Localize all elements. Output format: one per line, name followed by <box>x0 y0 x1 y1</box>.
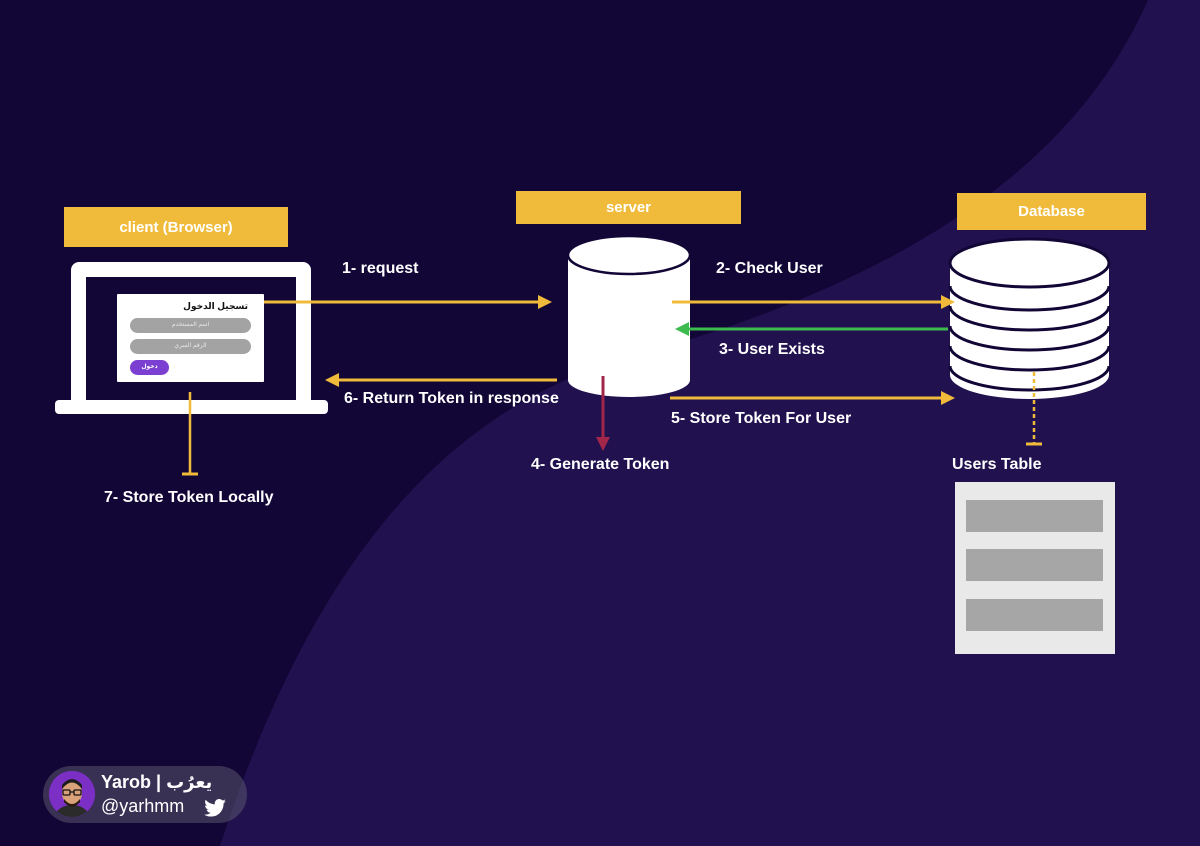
server-cylinder-icon <box>566 234 692 397</box>
login-form-card: تسجيل الدخول اسم المستخدم الرقم السري دخ… <box>117 294 264 382</box>
profile-badge[interactable]: Yarob | يعرُب @yarhmm <box>43 766 247 823</box>
arrow-request <box>246 295 552 309</box>
step-generate-token-label: 4- Generate Token <box>531 456 670 473</box>
arrow-user-exists <box>675 322 948 336</box>
connector-users-table <box>1026 372 1042 446</box>
users-table <box>955 482 1115 654</box>
client-header: client (Browser) <box>64 207 288 247</box>
step-store-token-for-user-label: 5- Store Token For User <box>671 410 852 427</box>
arrow-check-user <box>672 295 955 309</box>
login-form-title: تسجيل الدخول <box>183 301 248 311</box>
profile-handle: @yarhmm <box>101 796 185 816</box>
server-header: server <box>516 191 741 224</box>
users-table-row <box>966 549 1103 581</box>
database-stack-icon <box>948 237 1111 399</box>
avatar <box>49 771 95 817</box>
password-field: الرقم السري <box>130 339 251 354</box>
arrow-generate-token <box>596 376 610 451</box>
step-return-token-label: 6- Return Token in response <box>344 390 559 407</box>
username-field: اسم المستخدم <box>130 318 251 333</box>
step-check-user-label: 2- Check User <box>716 260 823 277</box>
connector-store-locally <box>182 392 198 476</box>
users-table-row <box>966 599 1103 631</box>
twitter-icon <box>204 799 226 817</box>
profile-name: Yarob | يعرُب <box>101 772 213 792</box>
step-store-token-locally-label: 7- Store Token Locally <box>104 489 274 506</box>
database-header: Database <box>957 193 1146 230</box>
arrow-return-token <box>325 373 557 387</box>
arrow-store-token-for-user <box>670 391 955 405</box>
users-table-label: Users Table <box>952 456 1042 473</box>
step-user-exists-label: 3- User Exists <box>719 341 825 358</box>
step-request-label: 1- request <box>342 260 419 277</box>
login-submit-button: دخول <box>130 360 169 375</box>
users-table-row <box>966 500 1103 532</box>
